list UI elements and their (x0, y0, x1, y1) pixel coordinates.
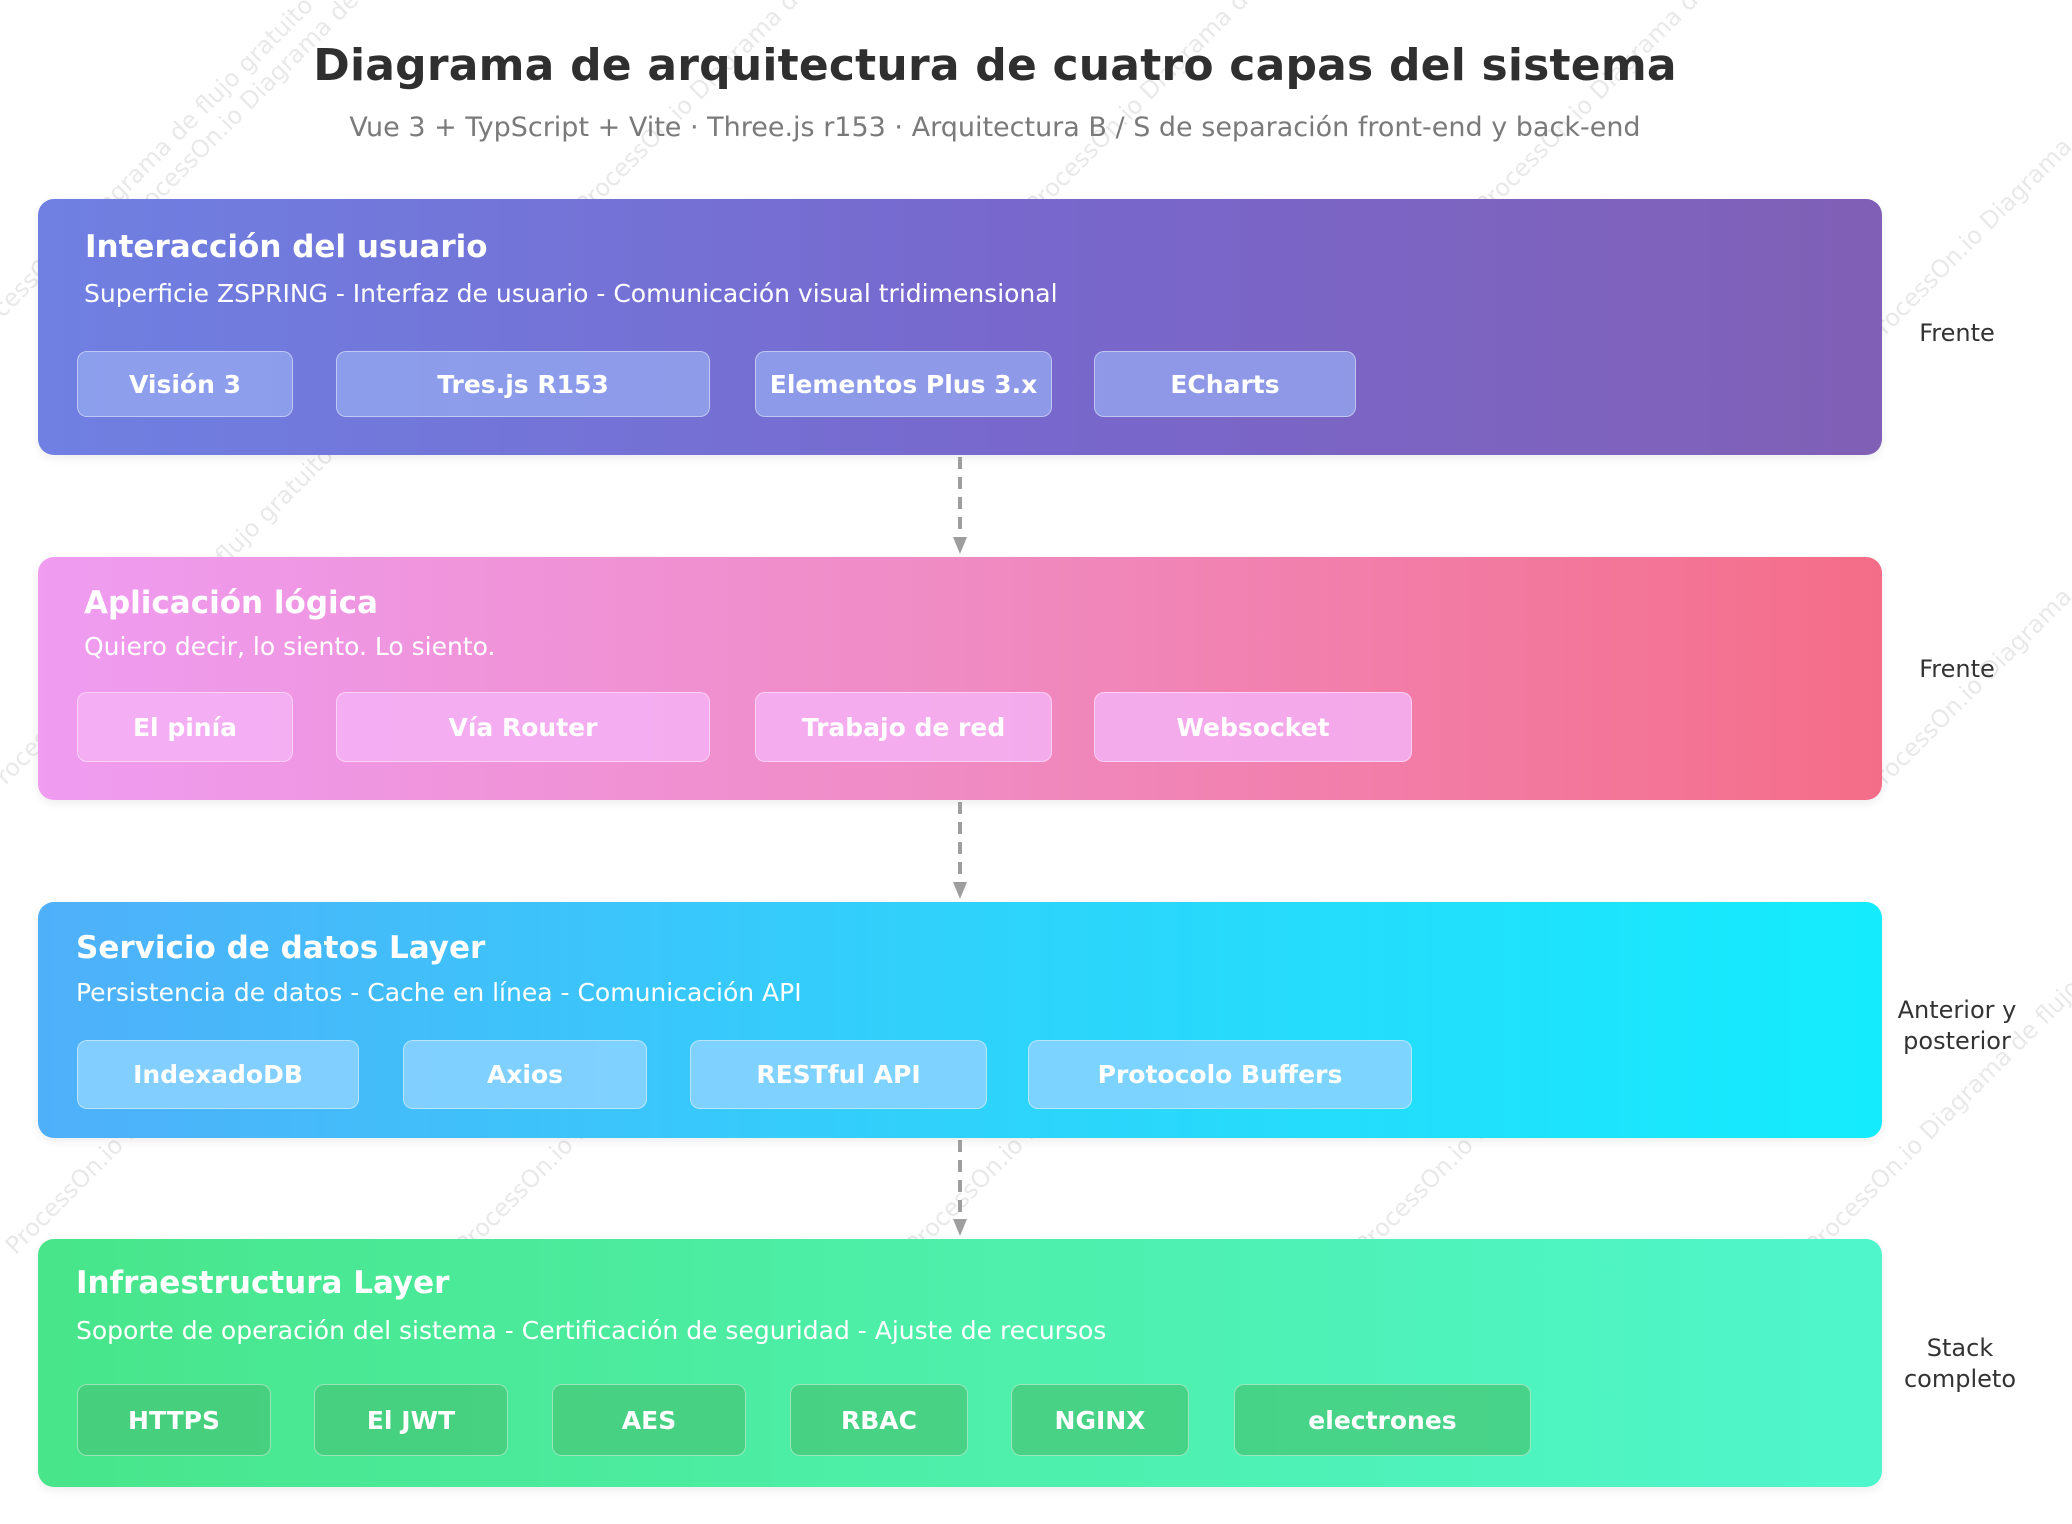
watermark-text: ProcessOn.io Diagrama de flujo gratuito (1020, 0, 1379, 220)
tech-chip: Websocket (1094, 692, 1412, 762)
tech-chip: El JWT (314, 1384, 508, 1456)
tech-chip: AES (552, 1384, 746, 1456)
connector-arrow (953, 1140, 967, 1236)
side-label-frontend: Frente (1919, 655, 1995, 683)
tech-chip: Tres.js R153 (336, 351, 710, 417)
layer-description: Persistencia de datos - Cache en línea -… (76, 978, 802, 1007)
tech-chip: Protocolo Buffers (1028, 1040, 1412, 1109)
diagram-subtitle: Vue 3 + TypScript + Vite · Three.js r153… (349, 112, 1641, 143)
tech-chip: IndexadoDB (77, 1040, 359, 1109)
connector-arrow (953, 457, 967, 554)
layer-title: Interacción del usuario (85, 229, 488, 265)
side-label-frontend: Frente (1919, 319, 1995, 347)
layer-title: Aplicación lógica (84, 585, 378, 621)
side-label-line: Stack (1926, 1334, 1994, 1362)
layer-application-logic: Aplicación lógica Quiero decir, lo sient… (38, 557, 1882, 800)
tech-chip: Vía Router (336, 692, 710, 762)
layer-description: Soporte de operación del sistema - Certi… (76, 1316, 1107, 1345)
tech-chip: Axios (403, 1040, 647, 1109)
layer-data-service: Servicio de datos Layer Persistencia de … (38, 902, 1882, 1138)
watermark-text: ProcessOn.io Diagrama de flujo gratuito (1860, 441, 2072, 800)
tech-chip: NGINX (1011, 1384, 1189, 1456)
side-label-full-stack: Anterior y posterior (1877, 995, 2037, 1057)
diagram-title: Diagrama de arquitectura de cuatro capas… (313, 40, 1677, 91)
tech-chip: Trabajo de red (755, 692, 1052, 762)
tech-chip: ECharts (1094, 351, 1356, 417)
tech-chip: Elementos Plus 3.x (755, 351, 1052, 417)
side-label-line: posterior (1903, 1027, 2011, 1055)
tech-chip: RBAC (790, 1384, 968, 1456)
tech-chip: Visión 3 (77, 351, 293, 417)
side-label-full-stack: Stack completo (1880, 1333, 2040, 1395)
tech-chip: electrones (1234, 1384, 1531, 1456)
side-label-line: Anterior y (1897, 996, 2017, 1024)
layer-description: Superficie ZSPRING - Interfaz de usuario… (84, 279, 1058, 308)
layer-user-interaction: Interacción del usuario Superficie ZSPRI… (38, 199, 1882, 455)
connector-arrow (953, 802, 967, 899)
tech-chip: El pinía (77, 692, 293, 762)
layer-infrastructure: Infraestructura Layer Soporte de operaci… (38, 1239, 1882, 1487)
tech-chip: RESTful API (690, 1040, 987, 1109)
watermark-text: ProcessOn.io Diagrama de flujo gratuito (570, 0, 929, 220)
layer-title: Servicio de datos Layer (76, 930, 486, 966)
layer-description: Quiero decir, lo siento. Lo siento. (84, 632, 496, 661)
layer-title: Infraestructura Layer (76, 1265, 450, 1301)
tech-chip: HTTPS (77, 1384, 271, 1456)
watermark-text: ProcessOn.io Diagrama de flujo gratuito (1470, 0, 1829, 220)
side-label-line: completo (1903, 1365, 2017, 1393)
